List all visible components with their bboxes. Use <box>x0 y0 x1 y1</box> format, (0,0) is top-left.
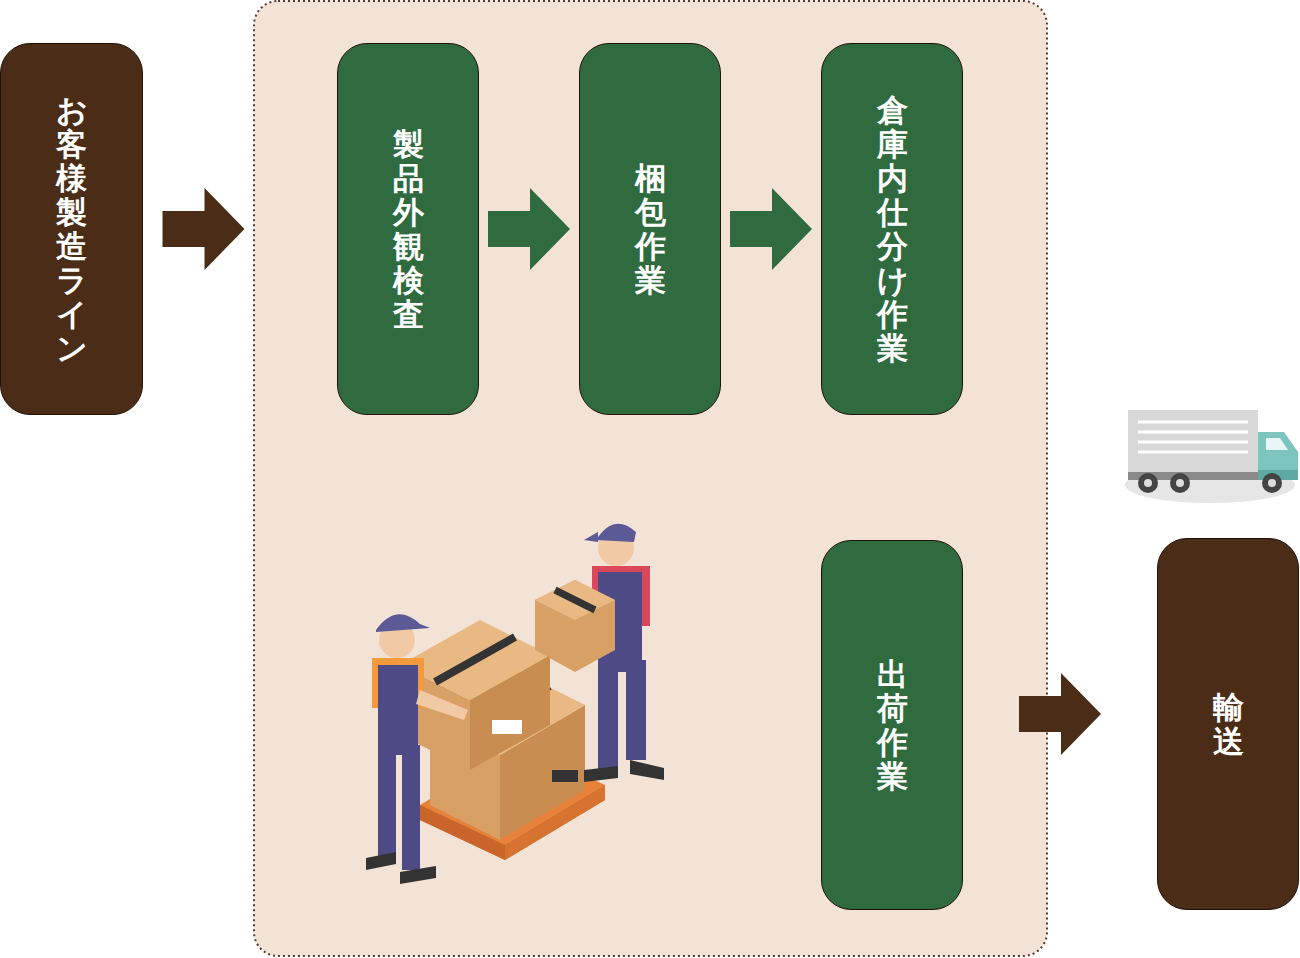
flow-arrow <box>1019 673 1101 755</box>
flow-arrow <box>730 188 812 270</box>
box-label: 輸送 <box>1213 690 1244 758</box>
box-label: 製品外観検査 <box>393 127 424 332</box>
box-label: 出荷作業 <box>877 657 908 793</box>
box-label: 梱包作業 <box>635 161 666 297</box>
process-box: 製品外観検査 <box>337 43 479 415</box>
box-label: 倉庫内仕分け作業 <box>877 93 908 366</box>
process-box: 倉庫内仕分け作業 <box>821 43 963 415</box>
flow-arrow <box>488 188 570 270</box>
process-box: 梱包作業 <box>579 43 721 415</box>
truck-icon <box>1125 410 1298 503</box>
process-box: 出荷作業 <box>821 540 963 910</box>
process-box: 輸送 <box>1157 538 1299 910</box>
process-box: お客様製造ライン <box>0 43 143 415</box>
process-area <box>254 1 1047 956</box>
flow-arrow <box>163 188 245 270</box>
workers-illustration <box>366 524 664 884</box>
box-label: お客様製造ライン <box>56 93 87 366</box>
